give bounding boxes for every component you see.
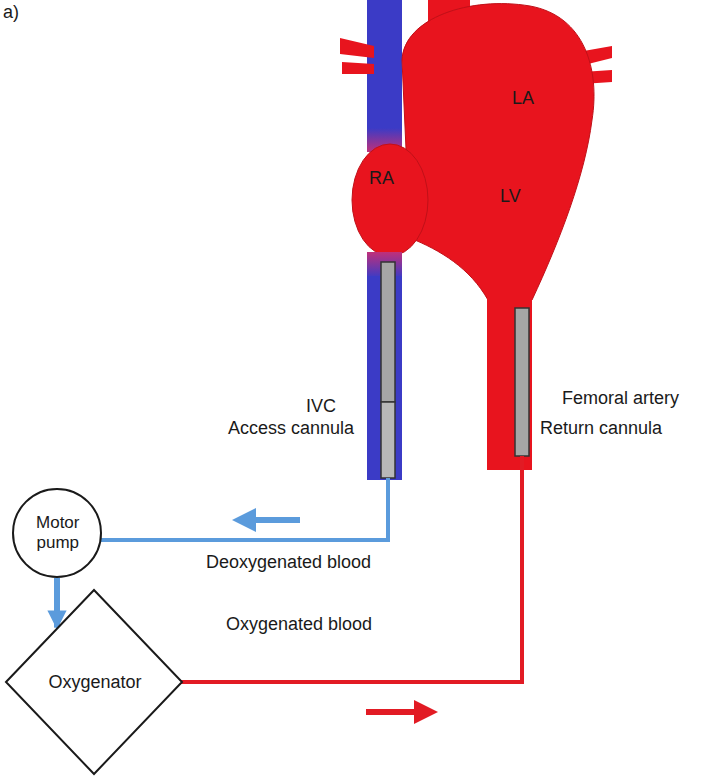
return-cannula: [515, 308, 529, 456]
access-cannula: [381, 402, 395, 478]
part-label: RA: [369, 168, 394, 189]
venous-tubing: [96, 478, 388, 540]
part-label: Return cannula: [540, 418, 662, 439]
node-text: Motor pump: [35, 513, 80, 552]
node-text: Oxygenator: [47, 672, 142, 693]
flow-arrow: [366, 709, 426, 715]
panel-letter: a): [3, 2, 19, 23]
flow-connector: [54, 578, 60, 628]
access-cannula: [381, 262, 395, 402]
part-label: Femoral artery: [562, 388, 679, 409]
vessel-stub: [340, 38, 374, 58]
heart: [402, 4, 594, 300]
part-label: IVC: [306, 396, 336, 417]
flow-arrow: [244, 517, 300, 523]
node-label: Motor pump: [35, 513, 80, 552]
part-label: LV: [500, 186, 521, 207]
right-atrium: [352, 144, 428, 256]
vessel-stub: [342, 62, 374, 74]
part-label: LA: [512, 88, 534, 109]
node-label: Oxygenator: [47, 672, 142, 693]
pump-circle: Motor pump: [12, 488, 102, 578]
arterial-tubing: [180, 456, 522, 682]
part-label: Deoxygenated blood: [206, 552, 371, 573]
femoral-artery: [487, 290, 532, 470]
diamond-outline: [6, 590, 182, 774]
oxygenator-diamond: Oxygenator: [5, 589, 183, 775]
part-label: Access cannula: [228, 418, 354, 439]
part-label: Oxygenated blood: [226, 614, 372, 635]
